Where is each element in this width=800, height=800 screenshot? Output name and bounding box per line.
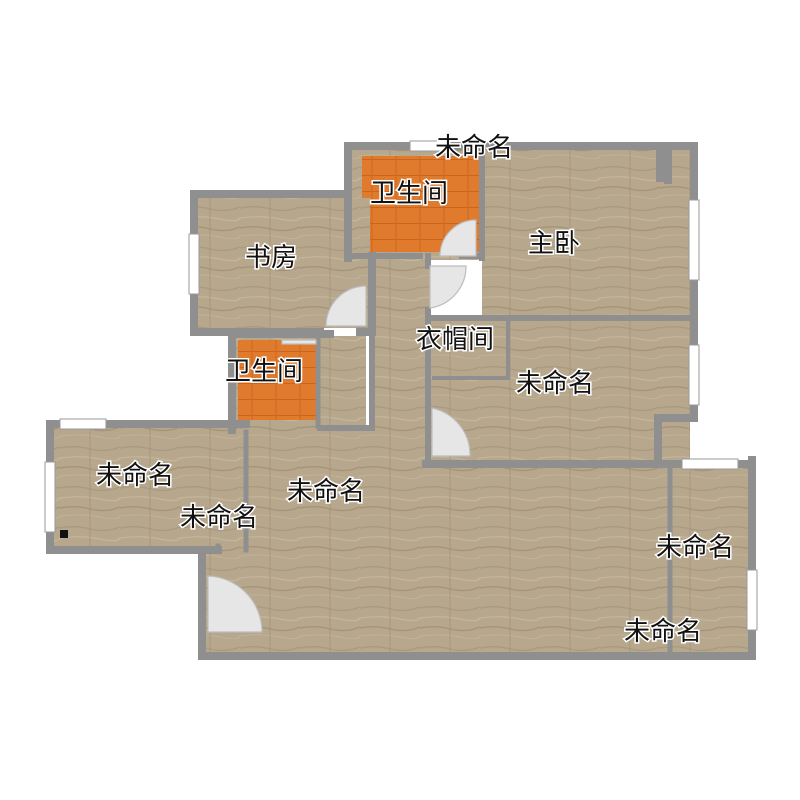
- floor-master-bedroom: [482, 150, 690, 318]
- room-labels: 未命名 卫生间 书房 主卧 衣帽间 未命名 卫生间 未命名 未命名 未命名 未命…: [95, 132, 736, 649]
- window-study-left: [188, 233, 200, 295]
- windows: [44, 140, 758, 631]
- wall-corridor-left: [317, 329, 375, 431]
- wall-cloakroom: [432, 320, 510, 380]
- door-master: [429, 265, 467, 309]
- label-unnamed-center: 未命名: [287, 477, 365, 507]
- window-left-top: [59, 418, 107, 430]
- window-right-bottom-side: [746, 569, 758, 631]
- door-entrance: [207, 575, 263, 633]
- label-cloakroom: 衣帽间: [416, 325, 494, 355]
- label-unnamed-right-mid: 未命名: [516, 369, 594, 399]
- door-right-mid: [431, 407, 471, 457]
- label-unnamed-left: 未命名: [96, 461, 174, 491]
- label-study: 书房: [245, 243, 297, 273]
- floor-right-bottom: [670, 462, 750, 652]
- label-master-bedroom: 主卧: [528, 229, 580, 259]
- window-right-bottom-top: [681, 458, 739, 470]
- wall-column-marker: [60, 530, 68, 538]
- wall-living-outer: [198, 456, 756, 660]
- window-master-right: [688, 199, 700, 281]
- floor-areas: [54, 150, 750, 652]
- label-unnamed-top: 未命名: [435, 133, 513, 163]
- wall-small-room: [215, 429, 249, 553]
- label-unnamed-bottom-right: 未命名: [624, 617, 702, 647]
- floor-bath-lower-tile: [238, 340, 316, 420]
- label-bath-upper: 卫生间: [370, 179, 448, 209]
- floor-living-lower: [204, 546, 670, 652]
- floor-left-room: [54, 428, 246, 546]
- door-bath-lower: [281, 339, 317, 345]
- door-study: [325, 285, 367, 327]
- doors: [207, 219, 477, 633]
- label-unnamed-small: 未命名: [180, 503, 258, 533]
- window-left-side: [44, 461, 56, 533]
- column-top-right: [656, 150, 666, 182]
- wall-bath-lower: [228, 330, 334, 434]
- door-bath-upper: [439, 219, 477, 257]
- label-bath-lower: 卫生间: [225, 357, 303, 387]
- window-right-mid: [688, 344, 700, 406]
- window-top: [409, 140, 451, 152]
- label-unnamed-right-bottom: 未命名: [656, 533, 734, 563]
